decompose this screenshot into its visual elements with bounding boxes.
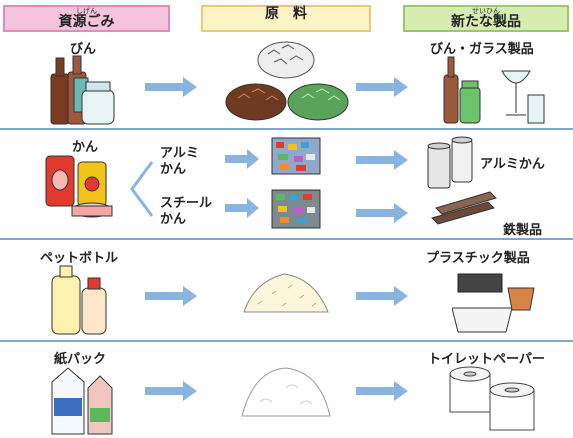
paper-to-product-arrow	[356, 381, 408, 401]
row-divider	[0, 238, 573, 240]
aluminum-to-product-arrow	[356, 150, 408, 170]
bottles-icon	[50, 55, 115, 125]
aluminum-can-label: アルミ かん	[160, 146, 199, 177]
glass-cullet-icon	[225, 41, 349, 121]
can-split-bracket	[130, 161, 154, 217]
pet-source-label: ペットボトル	[40, 251, 119, 266]
plastic-products-icon	[452, 273, 535, 333]
pet-bottles-icon	[51, 265, 107, 335]
cans-icon	[45, 155, 113, 218]
pet-product-label: プラスチック製品	[426, 251, 530, 266]
bottle-product-label: びん・ガラス製品	[430, 42, 534, 57]
paper-source-label: 紙パック	[54, 352, 107, 367]
bottle-to-material-arrow	[145, 77, 197, 97]
pet-flakes-icon	[243, 273, 329, 313]
row-divider	[0, 128, 573, 130]
milk-cartons-icon	[51, 367, 113, 435]
aluminum-bale-icon	[271, 137, 321, 175]
material-header-label: 原 料	[265, 6, 307, 22]
paper-product-label: トイレットペーパー	[428, 352, 545, 367]
pet-to-material-arrow	[145, 286, 197, 306]
steel-bars-icon	[431, 191, 497, 225]
product-header: せいひん 新たな製品	[403, 5, 569, 32]
steel-bale-icon	[271, 189, 321, 229]
aluminum-product-label: アルミかん	[480, 157, 545, 172]
source-header: しげん 資源ごみ	[3, 5, 170, 32]
paper-pulp-icon	[241, 367, 331, 417]
bottle-source-label: びん	[70, 42, 97, 57]
aluminum-to-material-arrow	[225, 149, 259, 169]
steel-to-product-arrow	[356, 203, 408, 223]
source-header-label: 資源ごみ	[58, 14, 115, 30]
aluminum-cans-icon	[427, 136, 473, 189]
steel-to-material-arrow	[225, 198, 259, 218]
bottle-to-product-arrow	[356, 77, 408, 97]
product-header-label: 新たな製品	[451, 14, 521, 30]
material-header: 原 料	[201, 5, 371, 32]
toilet-paper-icon	[449, 366, 535, 431]
product-header-ruby: せいひん	[472, 7, 500, 15]
steel-product-label: 鉄製品	[503, 223, 543, 238]
can-source-label: かん	[72, 140, 99, 155]
pet-to-product-arrow	[356, 286, 408, 306]
steel-can-label: スチール かん	[160, 196, 213, 227]
row-divider	[0, 340, 573, 342]
source-header-ruby: しげん	[76, 7, 97, 15]
paper-to-material-arrow	[145, 381, 197, 401]
glass-products-icon	[443, 56, 545, 124]
